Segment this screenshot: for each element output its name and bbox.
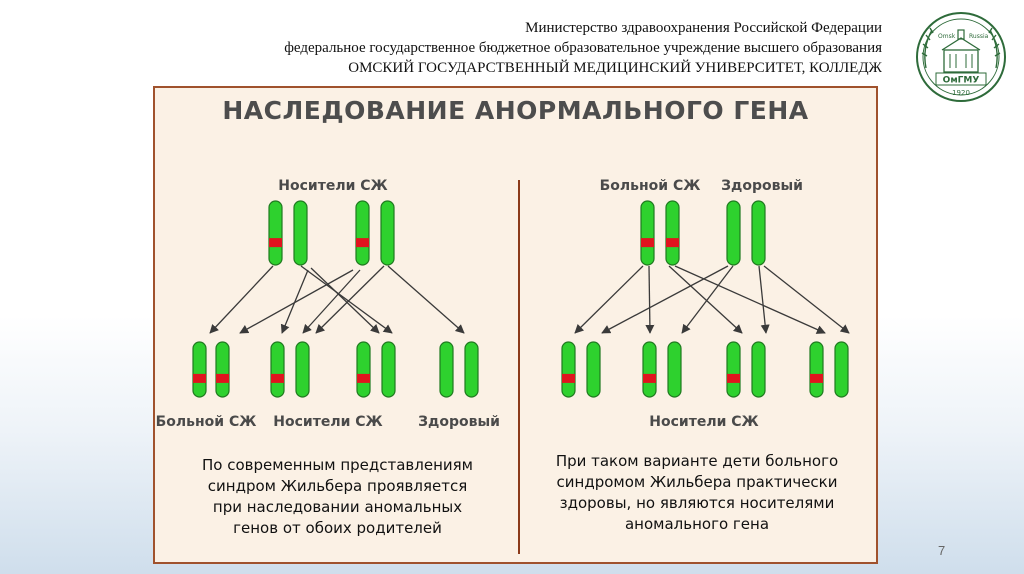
left-parent1-chromosome-b — [293, 200, 308, 266]
left-child-sick-chromosome-a — [192, 341, 207, 398]
abnormal-gene-marker — [193, 373, 206, 383]
abnormal-gene-marker — [666, 238, 679, 248]
abnormal-gene-marker — [269, 238, 282, 248]
inheritance-panel: НАСЛЕДОВАНИЕ АНОРМАЛЬНОГО ГЕНА Носители … — [153, 86, 878, 564]
inheritance-arrow — [601, 265, 729, 334]
left-note-line: По современным представлениям — [202, 456, 473, 474]
left-parent2-chromosome-b — [380, 200, 395, 266]
header-line-ministry: Министерство здравоохранения Российской … — [525, 20, 882, 36]
logo-text-right: Russia — [969, 33, 989, 40]
inheritance-arrow — [645, 265, 655, 334]
header: Министерство здравоохранения Российской … — [0, 18, 882, 78]
abnormal-gene-marker — [810, 373, 823, 383]
chromosomes-group — [192, 200, 849, 398]
right-child1-chromosome-a — [561, 341, 576, 398]
left-child-carrier2-chromosome-a — [356, 341, 371, 398]
left-note-line: синдром Жильбера проявляется — [207, 477, 468, 495]
inheritance-arrow — [387, 265, 465, 334]
left-child-healthy-chromosome-a — [439, 341, 454, 398]
inheritance-arrow — [574, 265, 644, 334]
right-note-line: синдромом Жильбера практически — [556, 473, 838, 491]
left-child-label-carriers: Носители СЖ — [273, 414, 382, 430]
left-parents-label: Носители СЖ — [278, 178, 387, 194]
abnormal-gene-marker — [562, 373, 575, 383]
abnormal-gene-marker — [727, 373, 740, 383]
right-child2-chromosome-b — [667, 341, 682, 398]
abnormal-gene-marker — [216, 373, 229, 383]
right-parent-label-healthy: Здоровый — [721, 178, 803, 194]
inheritance-arrow — [300, 265, 393, 334]
left-note-line: генов от обоих родителей — [233, 519, 442, 537]
inheritance-diagram: Носители СЖ Больной СЖ Носители СЖ Здоро… — [156, 178, 850, 554]
left-parent1-chromosome-a — [268, 200, 283, 266]
right-parent-sick-chromosome-b — [665, 200, 680, 266]
abnormal-gene-marker — [357, 373, 370, 383]
left-child-carrier2-chromosome-b — [381, 341, 396, 398]
right-note-line: здоровы, но являются носителями — [559, 494, 835, 512]
abnormal-gene-marker — [271, 373, 284, 383]
right-parent-healthy-chromosome-b — [751, 200, 766, 266]
right-children-label: Носители СЖ — [649, 414, 758, 430]
abnormal-gene-marker — [641, 238, 654, 248]
inheritance-arrow — [209, 265, 274, 334]
left-note: По современным представлениям синдром Жи… — [175, 455, 500, 539]
inheritance-arrow — [758, 265, 770, 334]
abnormal-gene-marker — [643, 373, 656, 383]
left-child-sick-chromosome-b — [215, 341, 230, 398]
right-note: При таком варианте дети больного синдром… — [537, 451, 857, 535]
university-logo-icon: Omsk Russia ОмГМУ 1920 — [916, 12, 1006, 102]
left-child-healthy-chromosome-b — [464, 341, 479, 398]
left-parent2-chromosome-a — [355, 200, 370, 266]
right-child1-chromosome-b — [586, 341, 601, 398]
right-parent-sick-chromosome-a — [640, 200, 655, 266]
header-line-university: ОМСКИЙ ГОСУДАРСТВЕННЫЙ МЕДИЦИНСКИЙ УНИВЕ… — [348, 60, 882, 76]
inheritance-arrow — [315, 265, 385, 334]
arrows-group — [209, 265, 850, 334]
inheritance-arrow — [763, 265, 850, 334]
right-child3-chromosome-b — [751, 341, 766, 398]
inheritance-arrow — [310, 267, 380, 334]
right-parent-healthy-chromosome-a — [726, 200, 741, 266]
left-child-label-sick: Больной СЖ — [156, 414, 257, 430]
panel-title: НАСЛЕДОВАНИЕ АНОРМАЛЬНОГО ГЕНА — [222, 96, 809, 125]
right-child3-chromosome-a — [726, 341, 741, 398]
right-child2-chromosome-a — [642, 341, 657, 398]
inheritance-arrow — [668, 265, 743, 334]
logo-text-left: Omsk — [938, 33, 956, 40]
right-parent-label-sick: Больной СЖ — [600, 178, 701, 194]
inheritance-arrow — [280, 269, 309, 334]
right-note-line: аномального гена — [624, 515, 770, 533]
left-note-line: при наследовании аномальных — [212, 498, 463, 516]
abnormal-gene-marker — [356, 238, 369, 248]
header-line-institution-type: федеральное государственное бюджетное об… — [284, 40, 882, 56]
slide-number: 7 — [938, 543, 946, 558]
inheritance-arrow — [239, 269, 354, 334]
left-child-label-healthy: Здоровый — [418, 414, 500, 430]
right-child4-chromosome-b — [834, 341, 849, 398]
inheritance-arrow — [674, 265, 826, 334]
inheritance-arrow — [302, 269, 361, 334]
left-child-carrier1-chromosome-a — [270, 341, 285, 398]
logo-name: ОмГМУ — [943, 76, 980, 86]
left-child-carrier1-chromosome-b — [295, 341, 310, 398]
right-note-line: При таком варианте дети больного — [555, 452, 839, 470]
inheritance-arrow — [681, 265, 734, 334]
logo-year: 1920 — [952, 89, 970, 97]
right-child4-chromosome-a — [809, 341, 824, 398]
